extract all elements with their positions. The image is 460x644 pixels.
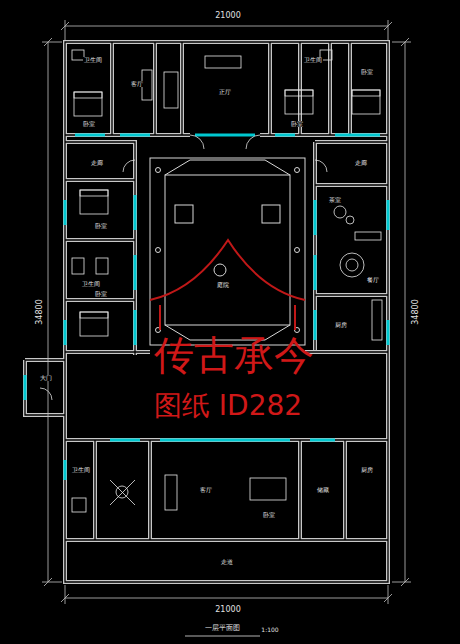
room-label: 走道 xyxy=(220,559,234,565)
room-label: 庭院 xyxy=(216,282,230,288)
room-label: 卫生间 xyxy=(71,467,91,473)
dimension: 21000 xyxy=(213,606,242,614)
room-label: 卧室 xyxy=(290,121,304,127)
room-label: 厨房 xyxy=(360,467,374,473)
dimension: 21000 xyxy=(213,12,242,20)
watermark: 传古承今 xyxy=(154,335,314,375)
room-label: 客厅 xyxy=(199,487,213,493)
room-label: 大门 xyxy=(39,375,53,381)
room-label: 卫生间 xyxy=(81,281,101,287)
scale: 1:100 xyxy=(261,627,278,633)
caption: 一层平面图 xyxy=(205,625,240,632)
walls xyxy=(25,42,388,582)
watermark-roof xyxy=(150,240,305,330)
furniture xyxy=(72,50,382,512)
room-label: 厨房 xyxy=(334,322,348,328)
windows xyxy=(25,135,388,480)
room-label: 卧室 xyxy=(262,512,276,518)
room-label: 茶室 xyxy=(328,197,342,203)
room-label: 卧室 xyxy=(94,291,108,297)
room-label: 卧室 xyxy=(82,121,96,127)
room-label: 卫生间 xyxy=(83,57,103,63)
room-label: 客厅 xyxy=(130,81,144,87)
room-label: 储藏 xyxy=(316,487,330,493)
doors xyxy=(40,135,327,400)
dimension-lines xyxy=(42,20,411,636)
room-label: 走廊 xyxy=(90,160,104,166)
dimension: 34800 xyxy=(36,299,44,324)
dimension: 34800 xyxy=(412,299,420,324)
room-label: 卧室 xyxy=(94,223,108,229)
courtyard xyxy=(150,158,305,345)
room-label: 走廊 xyxy=(354,160,368,166)
room-label: 正厅 xyxy=(218,89,232,95)
watermark: 图纸 ID282 xyxy=(154,392,302,420)
room-label: 卫生间 xyxy=(303,57,323,63)
room-label: 餐厅 xyxy=(366,277,380,283)
room-label: 卧室 xyxy=(360,69,374,75)
